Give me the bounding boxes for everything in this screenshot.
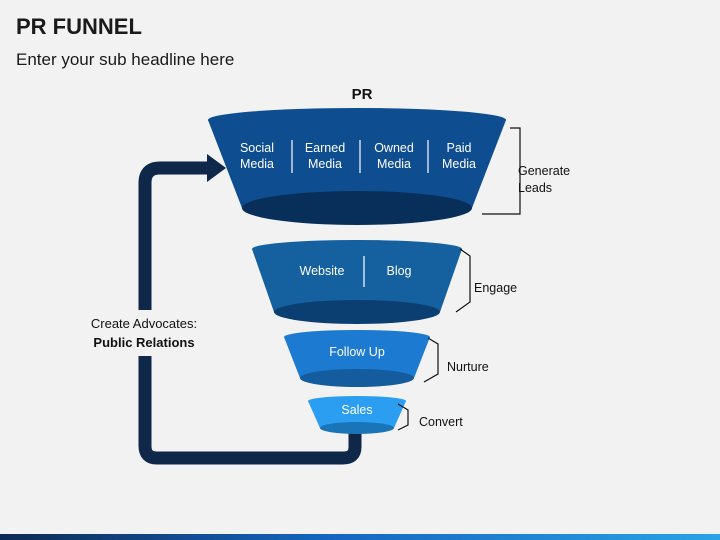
level2-item-website: Website [300,264,345,278]
stage-label-convert: Convert [419,415,463,429]
funnel-level-engage: Website Blog [252,240,462,324]
funnel-level-generate-leads: Social Media Earned Media Owned Media Pa… [208,108,506,225]
level2-item-blog: Blog [386,264,411,278]
level1-item-owned-line2: Media [377,157,411,171]
stage-label-nurture: Nurture [447,360,489,374]
funnel-level-nurture: Follow Up [284,330,430,387]
level1-item-owned-line1: Owned [374,141,414,155]
stage-label-generate-line1: Generate [518,164,570,178]
funnel-title: PR [352,86,373,103]
level1-item-paid-line2: Media [442,157,476,171]
bracket-generate-leads [482,127,521,215]
bracket-engage [455,248,471,313]
level1-item-paid-line1: Paid [446,141,471,155]
stage-label-generate-line2: Leads [518,181,552,195]
footer-accent-bar [0,534,720,540]
advocacy-label-line2: Public Relations [93,335,194,350]
level1-item-earned-line2: Media [308,157,342,171]
bracket-convert [397,403,409,431]
slide-subtitle: Enter your sub headline here [16,50,235,69]
advocacy-loop-arrow [138,154,362,465]
slide-title: PR FUNNEL [16,14,142,39]
funnel-level-convert: Sales [308,396,406,434]
level1-item-social-line2: Media [240,157,274,171]
level3-item-follow-up: Follow Up [329,345,385,359]
level1-item-earned-line1: Earned [305,141,345,155]
advocacy-label-bg [80,310,210,356]
level1-item-social-line1: Social [240,141,274,155]
level4-item-sales: Sales [341,403,372,417]
advocacy-label-line1: Create Advocates: [91,316,197,331]
bracket-nurture [423,337,439,383]
stage-label-engage: Engage [474,281,517,295]
